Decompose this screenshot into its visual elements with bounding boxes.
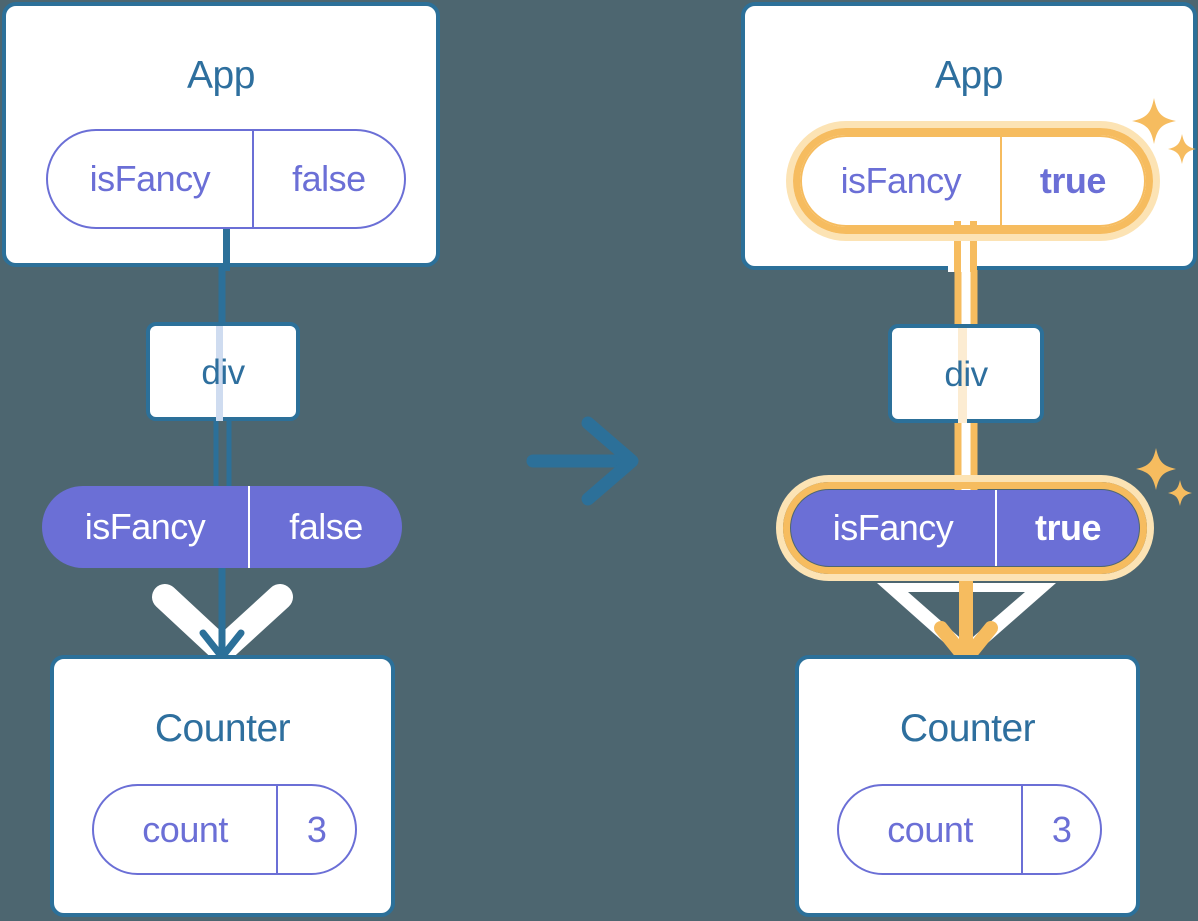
right-div-box: div [888,324,1044,423]
left-div-inner-line [216,326,223,421]
right-app-box: App isFancy true [741,2,1197,272]
left-counter-box: Counter count 3 [50,655,395,917]
sparkle-small-icon [1168,134,1196,164]
right-app-state-value: true [999,137,1144,225]
left-counter-state-key: count [142,808,228,850]
right-div-label: div [944,355,988,394]
right-counter-state-pill: count 3 [837,784,1102,875]
right-div-inner-line [958,328,967,423]
left-app-title: App [187,54,255,97]
right-counter-state-key: count [887,808,973,850]
left-prop-pill: isFancy false [42,486,402,568]
right-app-inner-connector-a [954,221,961,272]
right-prop-sparkles [1136,448,1192,506]
transition-arrow-right-icon [526,416,639,506]
left-counter-title: Counter [154,707,291,750]
left-prop-key: isFancy [84,506,206,547]
right-app-sparkles [1132,98,1196,164]
right-prop-key: isFancy [832,507,954,548]
left-app-state-value: false [251,131,404,227]
right-app-inner-connector-b [970,221,977,272]
right-prop-pill: isFancy true [791,490,1139,566]
sparkle-large-icon [1132,98,1176,144]
left-app-state-pill: isFancy false [46,129,406,229]
right-app-title: App [935,54,1003,97]
sparkle-small-icon [1168,480,1192,506]
right-prop-highlight-ring [783,482,1147,574]
left-app-state-key: isFancy [89,158,211,199]
right-counter-state-value: 3 [1021,786,1100,873]
right-app-state-key: isFancy [840,160,962,201]
left-app-box: App isFancy false [2,2,440,271]
sparkle-large-icon [1136,448,1176,490]
right-prop-value: true [995,490,1139,566]
right-counter-box: Counter count 3 [795,655,1140,917]
right-app-state-highlight-ring [793,128,1153,234]
left-counter-state-pill: count 3 [92,784,357,875]
left-div-label: div [201,353,245,392]
left-div-box: div [146,322,300,421]
right-app-state-pill: isFancy true [800,135,1146,227]
left-prop-value: false [248,486,402,568]
right-counter-title: Counter [899,707,1036,750]
left-app-inner-connector [223,227,230,271]
left-counter-state-value: 3 [276,786,355,873]
